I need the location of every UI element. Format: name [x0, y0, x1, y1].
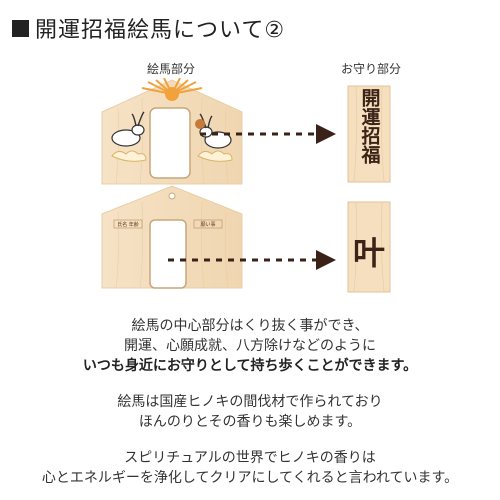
right-rabbit-icon [199, 113, 232, 149]
paragraph-1-bold-line: いつも身近にお守りとして持ち歩くことができます。 [82, 358, 418, 374]
page-title: 開運招福絵馬について② [12, 12, 285, 44]
wish-label: 願い事 [200, 222, 216, 228]
title-square-icon [12, 19, 29, 37]
paragraph-3-line-2: 心とエネルギーを浄化してクリアにしてくれると言われています。 [41, 470, 459, 486]
paragraph-2: 絵馬は国産ヒノキの間伐材で作られており ほんのりとその香りも楽しめます。 [0, 392, 500, 432]
sun-icon [141, 78, 203, 101]
left-rabbit-icon [111, 111, 145, 147]
left-cloud-icon [111, 150, 147, 162]
paragraph-3: スピリチュアルの世界でヒノキの香りは 心とエネルギーを浄化してクリアにしてくれる… [0, 448, 500, 488]
omamori-front-vertical: 開運招福 [358, 88, 381, 164]
omamori-part-label: お守り部分 [340, 62, 401, 76]
lucky-mallet-icon [195, 119, 205, 129]
omamori-tag-front [347, 85, 391, 183]
paragraph-1: 絵馬の中心部分はくり抜く事ができ、 開運、心願成就、八方除けなどのように いつも… [0, 316, 500, 376]
paragraph-2-line-2: ほんのりとその香りも楽しめます。 [138, 414, 362, 430]
ema-back-illustration [101, 185, 243, 289]
paragraph-1-line-1: 絵馬の中心部分はくり抜く事ができ、 [131, 318, 369, 334]
arrow-top [200, 124, 336, 144]
page-title-text: 開運招福絵馬について② [35, 18, 286, 43]
string-hole-icon [168, 192, 176, 200]
name-age-label: 氏名 年齢 [117, 222, 139, 228]
omamori-tag-back [347, 201, 391, 293]
paragraph-2-line-1: 絵馬は国産ヒノキの間伐材で作られており [117, 394, 383, 410]
omamori-back-text: 叶 [352, 234, 385, 272]
paragraph-3-line-1: スピリチュアルの世界でヒノキの香りは [124, 450, 376, 466]
right-cloud-icon [197, 150, 233, 162]
ema-front-illustration [101, 78, 243, 185]
ema-part-label: 絵馬部分 [146, 62, 195, 76]
omamori-front-text: 開運招福 [357, 88, 381, 169]
paragraph-1-line-2: 開運、心願成就、八方除けなどのように [124, 338, 376, 354]
arrow-bottom [168, 250, 336, 270]
